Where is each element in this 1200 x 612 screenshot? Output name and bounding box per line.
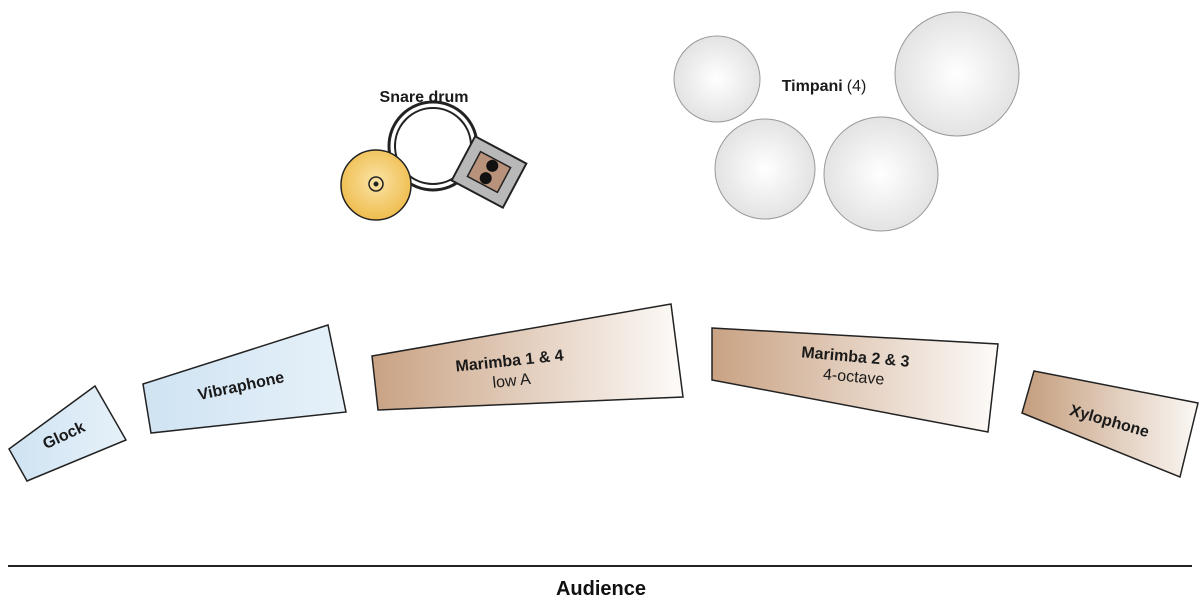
marimba-2-3: Marimba 2 & 3 4-octave — [711, 327, 999, 433]
marimba-1-4-note: low A — [492, 371, 532, 392]
glock-shape — [8, 384, 128, 482]
marimba-1-4: Marimba 1 & 4 low A — [371, 303, 684, 411]
cymbal-bell — [368, 176, 384, 192]
vibraphone: Vibraphone — [142, 324, 347, 434]
snare-drum-label: Snare drum — [380, 89, 469, 106]
marimba-2-3-note: 4-octave — [822, 366, 885, 388]
timpani-group: Timpani(4) — [673, 11, 1020, 232]
xylophone: Xylophone — [1021, 370, 1199, 479]
stand-icon — [450, 134, 528, 210]
xylophone-shape — [1021, 370, 1199, 479]
timpani-drum — [823, 116, 939, 232]
timpani-label: Timpani(4) — [782, 78, 867, 95]
glock: Glock — [8, 384, 128, 482]
timpani-drum — [714, 118, 816, 220]
audience-label: Audience — [556, 578, 646, 600]
marimba-1-4-shape — [371, 303, 684, 411]
marimba-2-3-shape — [711, 327, 999, 433]
snare-drum-setup: Snare drum — [340, 89, 528, 221]
vibraphone-shape — [142, 324, 347, 434]
timpani-drum — [673, 35, 761, 123]
cymbal-center — [373, 181, 379, 187]
timpani-drum — [894, 11, 1020, 137]
